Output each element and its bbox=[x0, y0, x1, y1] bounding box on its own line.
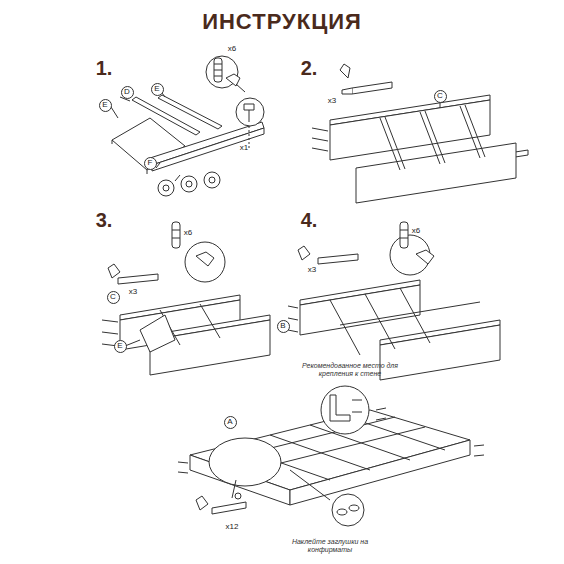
part-letter: B bbox=[277, 320, 290, 333]
quantity: x3 bbox=[129, 288, 137, 297]
part-letter: F bbox=[144, 157, 157, 170]
quantity: x6 bbox=[184, 229, 192, 238]
part-letter: E bbox=[151, 83, 164, 96]
final-drawing bbox=[178, 386, 484, 526]
step-number: 4. bbox=[301, 209, 318, 231]
part-letter-text: E bbox=[102, 101, 107, 109]
part-letter-text: E bbox=[117, 342, 122, 350]
step-number: 2. bbox=[301, 57, 318, 79]
part-letter: C bbox=[107, 291, 120, 304]
part-letter-text: D bbox=[124, 88, 130, 96]
part-letter-text: A bbox=[227, 418, 232, 426]
part-letter: A bbox=[224, 416, 237, 429]
part-letter: C bbox=[434, 90, 447, 103]
quantity: x6 bbox=[412, 227, 420, 236]
part-letter: E bbox=[114, 340, 127, 353]
sheet-title: ИНСТРУКЦИЯ bbox=[202, 10, 362, 34]
part-letter-text: E bbox=[154, 85, 159, 93]
step-number: 1. bbox=[96, 57, 113, 79]
part-letter-text: C bbox=[110, 293, 116, 301]
part-letter: E bbox=[99, 99, 112, 112]
step1-drawing bbox=[111, 56, 264, 196]
quantity: x3 bbox=[308, 266, 316, 275]
step2-drawing bbox=[312, 64, 528, 203]
step-number: 3. bbox=[96, 209, 113, 231]
part-letter-text: C bbox=[437, 92, 443, 100]
note: Рекомендованное место для крепления к ст… bbox=[290, 362, 410, 377]
quantity: x6 bbox=[228, 45, 236, 54]
part-letter: D bbox=[121, 86, 134, 99]
quantity: x1 bbox=[240, 144, 248, 153]
step3-drawing bbox=[102, 222, 270, 375]
note: Наклейте заглушки на конфирматы bbox=[285, 538, 375, 553]
quantity: x12 bbox=[226, 523, 239, 532]
part-letter-text: F bbox=[148, 159, 153, 167]
part-letter-text: B bbox=[280, 322, 285, 330]
quantity: x3 bbox=[328, 97, 336, 106]
step4-drawing bbox=[288, 222, 500, 380]
